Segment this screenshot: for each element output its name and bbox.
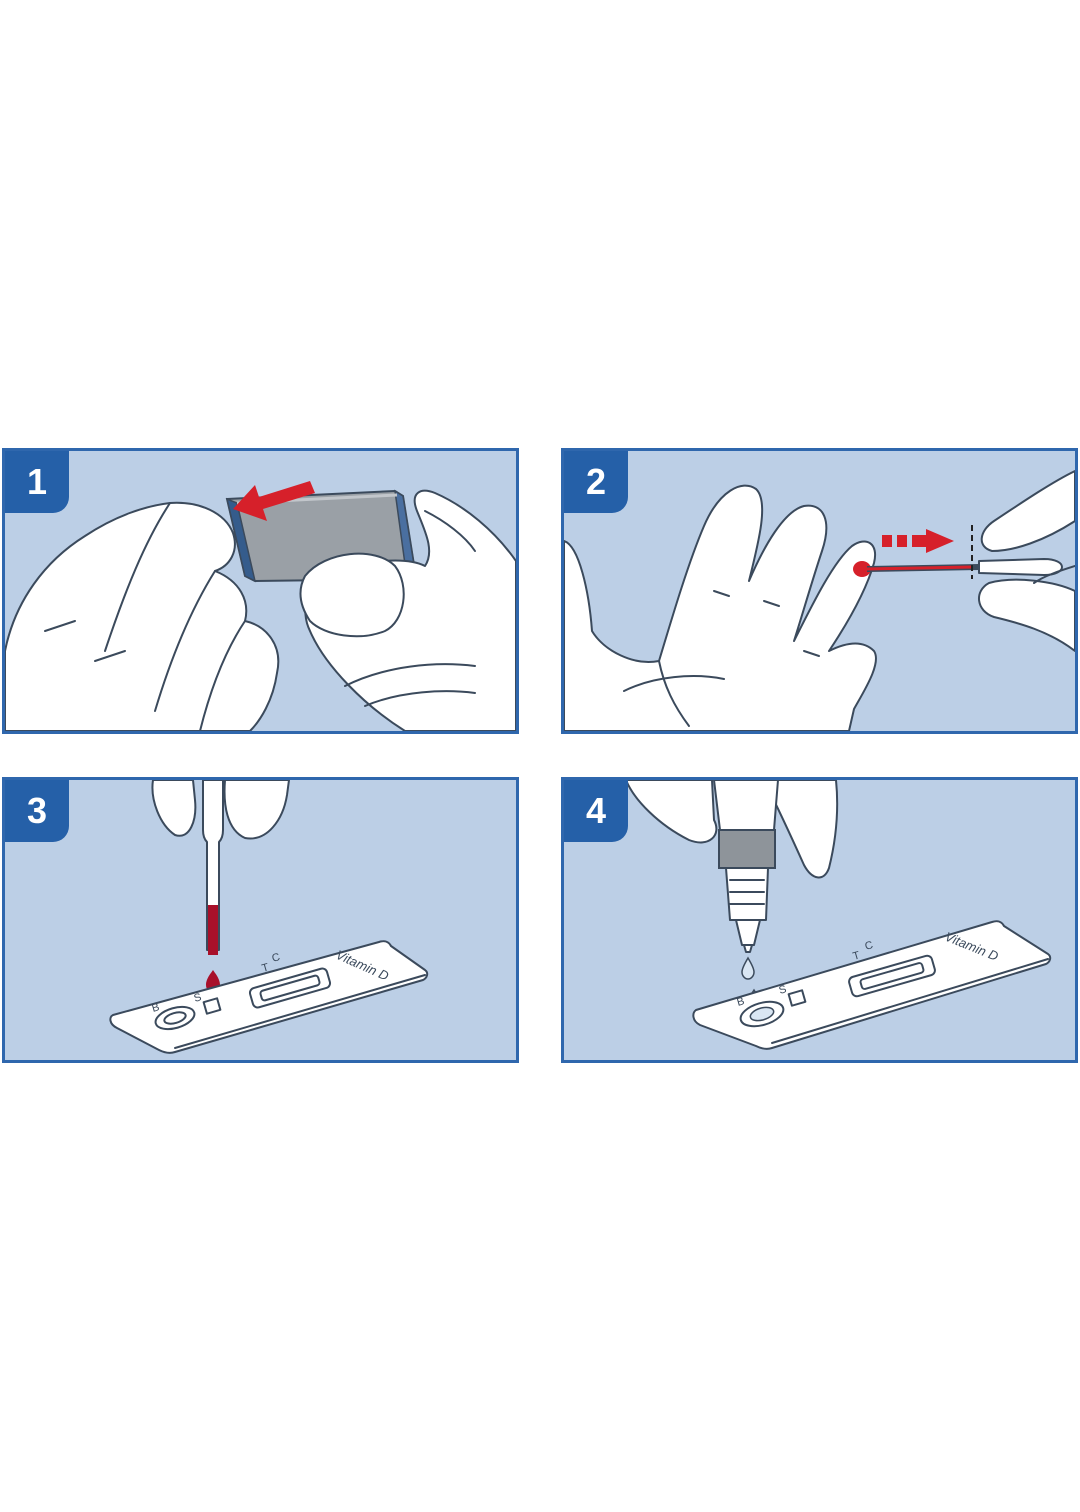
step-4-illustration: B S T C Vitamin D (625, 780, 1052, 1050)
step-3-panel: 3 B S T C Vitamin D (2, 777, 519, 1063)
hand-left (625, 780, 718, 844)
t-label: T (852, 949, 862, 962)
buffer-drop-icon (741, 956, 755, 980)
c-label: C (864, 939, 875, 953)
right-hand (304, 489, 516, 731)
test-cassette: B S T C Vitamin D (109, 940, 429, 1054)
right-finger (223, 780, 290, 840)
step-1-illustration (5, 481, 516, 731)
hand-right (763, 780, 839, 879)
capillary-pipette (866, 558, 1063, 576)
t-label: T (261, 961, 271, 974)
right-thumb (299, 552, 405, 638)
step-4-badge: 4 (564, 780, 628, 842)
holding-fingers (980, 470, 1075, 552)
pipette (202, 780, 224, 993)
step-1-panel: 1 (2, 448, 519, 734)
s-label: S (778, 983, 788, 997)
left-finger (151, 780, 197, 837)
peel-arrow-icon (233, 481, 315, 521)
step-2-badge: 2 (564, 451, 628, 513)
b-label: B (736, 995, 746, 1009)
test-cassette: B S T C Vitamin D (692, 920, 1052, 1050)
open-palm (564, 484, 877, 731)
step-4-panel: 4 B S T C Vitamin D (561, 777, 1078, 1063)
dashed-arrow-icon (882, 529, 954, 553)
step-3-illustration: B S T C Vitamin D (109, 780, 429, 1054)
step-1-badge: 1 (5, 451, 69, 513)
buffer-bottle (713, 780, 779, 953)
blood-drop-icon (853, 561, 871, 577)
c-label: C (271, 951, 282, 965)
left-hand (5, 501, 280, 731)
b-label: B (151, 1001, 161, 1015)
step-2-illustration (564, 470, 1075, 731)
step-3-badge: 3 (5, 780, 69, 842)
s-label: S (193, 991, 203, 1005)
step-2-panel: 2 (561, 448, 1078, 734)
